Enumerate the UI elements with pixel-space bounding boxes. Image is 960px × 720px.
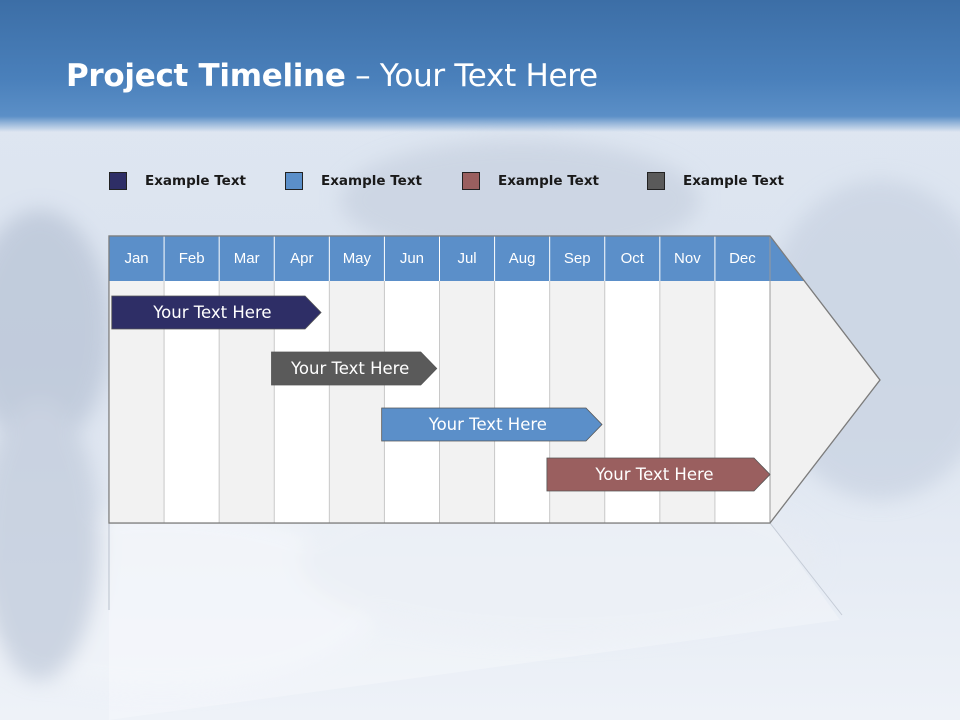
month-column-jul — [439, 281, 495, 523]
legend-item-4: Example Text — [647, 170, 784, 192]
reflection-edge-right — [769, 522, 843, 616]
month-label-mar: Mar — [233, 250, 260, 267]
legend-item-1: Example Text — [109, 170, 246, 192]
task-bar-label-3: Your Text Here — [428, 415, 547, 434]
month-label-jun: Jun — [399, 250, 425, 267]
task-bar-label-2: Your Text Here — [291, 359, 410, 378]
legend-item-2: Example Text — [285, 170, 422, 192]
task-bar-label-1: Your Text Here — [153, 303, 272, 322]
legend-swatch-2 — [285, 172, 303, 190]
month-label-apr: Apr — [290, 250, 314, 267]
month-label-jan: Jan — [124, 250, 149, 267]
month-label-dec: Dec — [729, 250, 756, 267]
month-column-may — [329, 281, 385, 523]
title-bold: Project Timeline — [66, 58, 346, 94]
legend-swatch-1 — [109, 172, 127, 190]
month-header-row — [109, 236, 804, 281]
month-label-jul: Jul — [457, 250, 477, 267]
month-label-nov: Nov — [674, 250, 701, 267]
legend-swatch-4 — [647, 172, 665, 190]
legend-label-1: Example Text — [145, 173, 246, 189]
legend-item-3: Example Text — [462, 170, 599, 192]
page-title: Project Timeline – Your Text Here — [66, 58, 598, 106]
month-column-jun — [384, 281, 440, 523]
task-bar-2 — [271, 351, 438, 386]
task-bar-1 — [111, 295, 322, 330]
task-bar-3 — [381, 407, 603, 442]
header-band — [0, 0, 960, 132]
task-bar-4 — [546, 457, 771, 492]
month-label-feb: Feb — [178, 250, 205, 267]
legend-label-2: Example Text — [321, 173, 422, 189]
timeline-reflection — [109, 523, 840, 720]
month-column-aug — [494, 281, 550, 523]
legend-label-3: Example Text — [498, 173, 599, 189]
arrow-outline — [108, 235, 881, 524]
legend-swatch-3 — [462, 172, 480, 190]
month-label-may: May — [342, 250, 372, 267]
task-bar-label-4: Your Text Here — [595, 465, 714, 484]
month-label-oct: Oct — [620, 250, 644, 267]
month-label-sep: Sep — [563, 250, 591, 267]
title-rest: – Your Text Here — [345, 58, 598, 94]
month-label-aug: Aug — [508, 250, 536, 267]
legend-label-4: Example Text — [683, 173, 784, 189]
